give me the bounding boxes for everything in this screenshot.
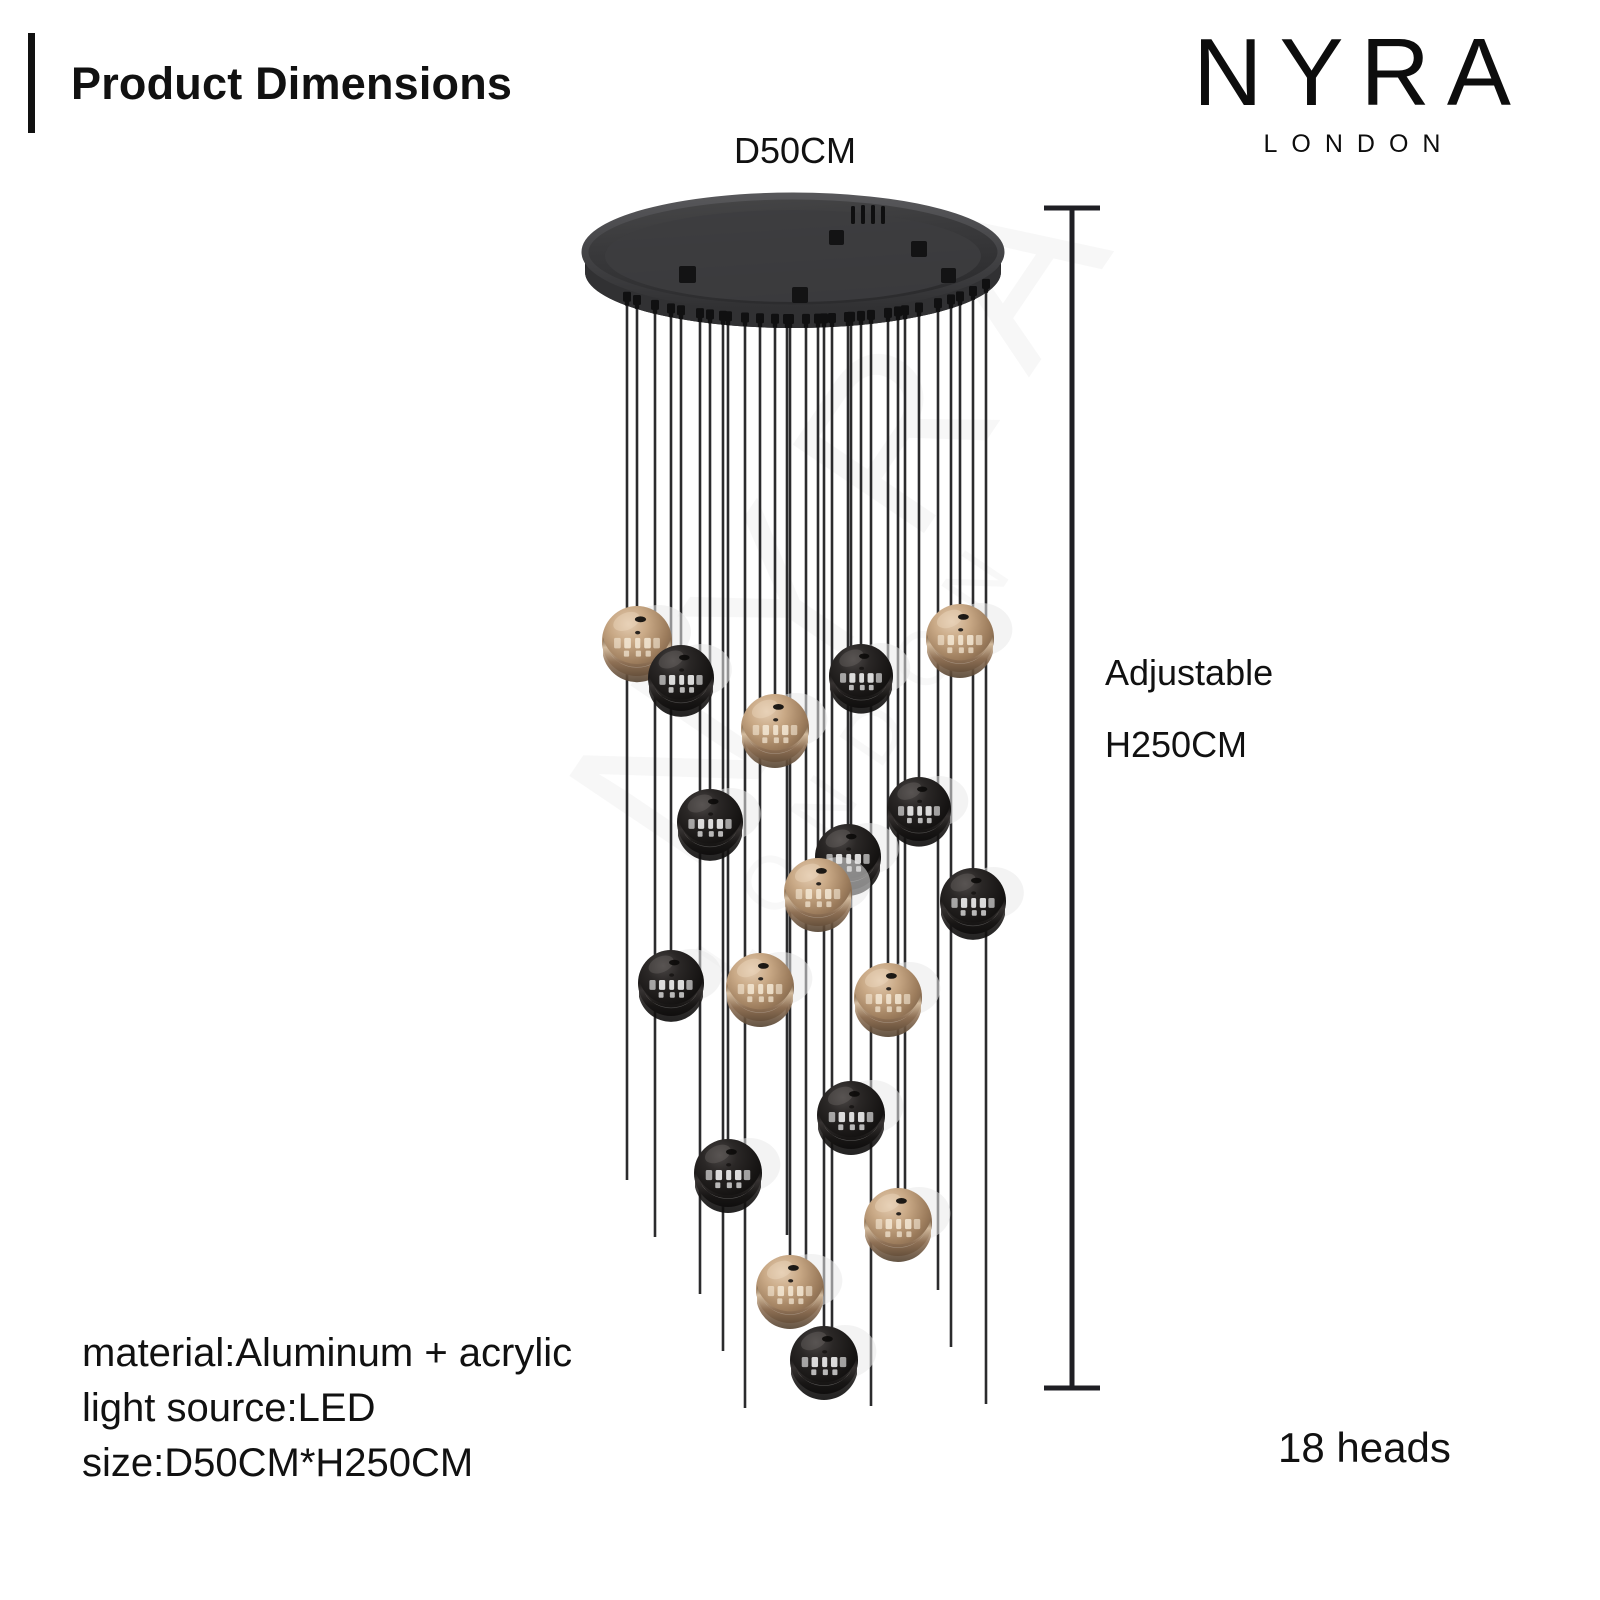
- pendant-sphere: [854, 961, 941, 1038]
- height-dimension-label: Adjustable H250CM: [1105, 655, 1273, 763]
- spec-light-source: light source:LED: [82, 1386, 376, 1431]
- pendant-sphere: [677, 788, 761, 861]
- pendant-sphere: [817, 1079, 904, 1156]
- pendant-sphere: [887, 776, 969, 847]
- pendant-sphere: [648, 644, 732, 717]
- pendant-sphere: [864, 1186, 951, 1263]
- pendant-sphere: [741, 692, 828, 769]
- pendant-sphere: [756, 1253, 843, 1330]
- spec-material: material:Aluminum + acrylic: [82, 1331, 573, 1375]
- head-count-label: 18 heads: [1278, 1424, 1451, 1471]
- page-title: Product Dimensions: [71, 57, 513, 109]
- brand-name: NYRA: [1193, 19, 1528, 126]
- page-header: Product Dimensions: [28, 28, 512, 138]
- height-value: H250CM: [1105, 724, 1248, 765]
- pendant-sphere: [790, 1324, 877, 1401]
- brand-logo: NYRA LONDON: [1152, 24, 1552, 159]
- cable-mount-nubs: [623, 278, 990, 328]
- pendant-spheres: [602, 602, 1024, 1401]
- pendant-sphere: [784, 856, 871, 933]
- specification-list: material:Aluminum + acrylic light source…: [82, 1326, 572, 1492]
- pendant-sphere: [726, 951, 813, 1028]
- pendant-sphere: [638, 949, 722, 1022]
- pendant-sphere: [926, 602, 1013, 679]
- pendant-sphere: [829, 643, 911, 714]
- height-dimension-line: [1044, 205, 1100, 1391]
- brand-tagline: LONDON: [1263, 129, 1455, 158]
- height-adjustable-caption: Adjustable: [1105, 652, 1274, 693]
- pendant-sphere: [940, 867, 1024, 940]
- junction-boxes: [679, 230, 956, 303]
- ceiling-canopy-plate: [581, 192, 1005, 328]
- pendant-sphere: [694, 1137, 781, 1214]
- spec-size: size:D50CM*H250CM: [82, 1441, 474, 1486]
- title-accent-bar: [28, 33, 35, 133]
- diameter-label: D50CM: [733, 130, 857, 171]
